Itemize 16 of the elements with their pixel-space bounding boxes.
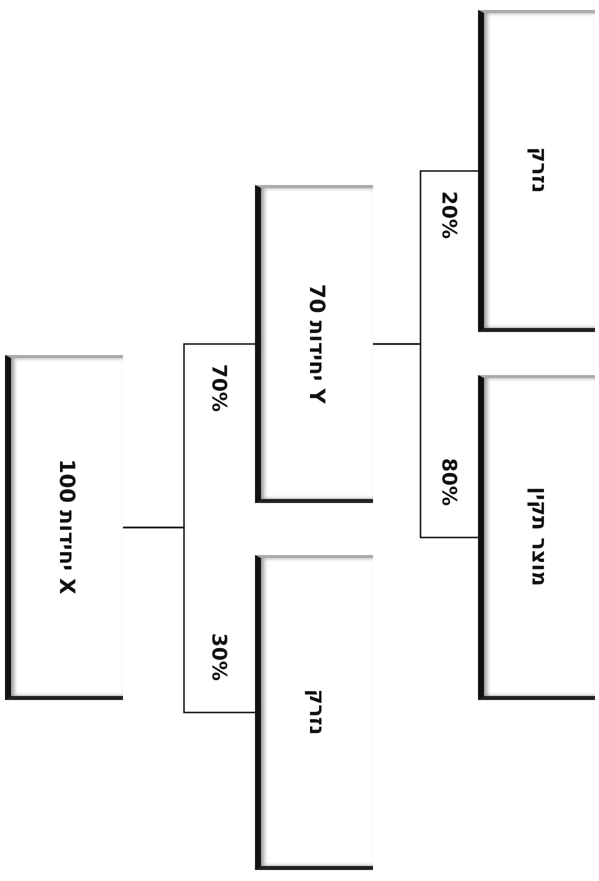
bracket-box: [255, 185, 373, 503]
node-label: 70 יחידות Y: [305, 284, 329, 404]
node-label: נזרק: [305, 688, 329, 736]
bracket-box: [5, 355, 123, 700]
edge-label: 70%: [208, 364, 232, 412]
node-label: מוצר תקין: [528, 487, 552, 587]
bracket-box: [478, 10, 595, 332]
bracket-box: [478, 375, 595, 700]
edge-label: 20%: [437, 191, 462, 239]
connector-line: [373, 343, 478, 538]
node-label: נזרק: [528, 147, 552, 194]
edge-label: 30%: [208, 632, 232, 680]
edge-label: 80%: [437, 458, 462, 506]
bracket-box: [255, 555, 373, 870]
connector-line: [123, 526, 255, 714]
node-label: 100 יחידות X: [55, 459, 79, 595]
